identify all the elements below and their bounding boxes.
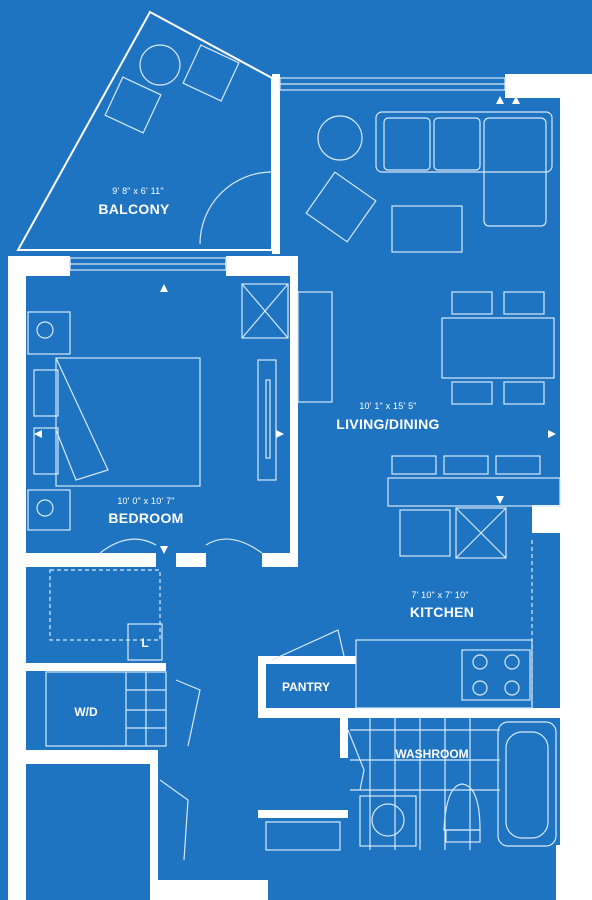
bedroom-door-swing (99, 538, 157, 554)
wall (258, 656, 266, 716)
wall (262, 553, 298, 567)
kitchen-name: KITCHEN (409, 604, 475, 620)
lamp (36, 499, 54, 517)
wall (258, 656, 356, 664)
bedroom-dims: 10' 0" x 10' 7" (117, 496, 175, 506)
balcony-table (139, 44, 181, 86)
marker (276, 430, 284, 438)
hall-closet (265, 821, 341, 851)
laundry-area (45, 671, 167, 747)
wall (226, 256, 294, 276)
laundry-door-swing (175, 679, 201, 747)
pillow (33, 427, 59, 475)
toilet (443, 783, 481, 831)
wall (150, 750, 158, 900)
bedroom-name: BEDROOM (108, 510, 184, 526)
bed (55, 357, 201, 487)
linen-name: L (141, 636, 149, 650)
lamp (36, 321, 54, 339)
marker (496, 496, 504, 504)
marker (160, 546, 168, 554)
burner (472, 680, 488, 696)
bedroom-door-swing (205, 538, 263, 554)
wall (26, 750, 152, 764)
duct (241, 283, 289, 339)
kitchen-cabinet (455, 507, 507, 559)
living-dims: 10' 1" x 15' 5" (359, 401, 417, 411)
duct-line (241, 283, 289, 339)
marker (160, 284, 168, 292)
toilet-tank (445, 829, 481, 843)
wall (258, 708, 560, 718)
stool (495, 455, 541, 475)
stool (391, 455, 437, 475)
balcony-dims: 9' 8" x 6' 11" (112, 186, 164, 196)
bathtub (497, 721, 557, 847)
nightstand (27, 311, 71, 355)
laundry-grid (125, 672, 166, 746)
burner (504, 680, 520, 696)
coffee-table (391, 205, 463, 253)
sofa-cushion (383, 117, 431, 171)
balcony-door-swing (199, 171, 273, 245)
sofa-chaise (483, 117, 547, 227)
living-side-table (317, 115, 363, 161)
stool (443, 455, 489, 475)
sofa-cushion (433, 117, 481, 171)
washroom-door-swing (347, 729, 365, 791)
bed-sheet (55, 357, 109, 481)
linen-closet (127, 623, 163, 661)
wall (340, 718, 348, 758)
armchair (305, 171, 377, 243)
stove (461, 649, 531, 701)
marker (512, 96, 520, 104)
marker (548, 430, 556, 438)
marker (34, 430, 42, 438)
kitchen-island (387, 477, 561, 507)
wall (290, 256, 298, 556)
marker (496, 96, 504, 104)
entry-door-swing (159, 779, 189, 861)
sofa (375, 111, 553, 173)
bedroom-closet (49, 569, 161, 641)
dining-chair (451, 381, 493, 405)
dining-chair (451, 291, 493, 315)
washroom-name: WASHROOM (395, 747, 469, 761)
washroom-tiles (350, 718, 500, 850)
closet-inner (265, 379, 271, 459)
balcony-name: BALCONY (98, 201, 170, 217)
pillow (33, 369, 59, 417)
vanity-basin (371, 803, 405, 837)
wall (176, 553, 206, 567)
wall (560, 74, 592, 900)
wall (8, 256, 26, 900)
living-name: LIVING/DINING (336, 416, 440, 432)
wall (532, 505, 560, 533)
dining-table (441, 317, 555, 379)
dining-chair (503, 291, 545, 315)
balcony-chair (182, 44, 240, 102)
wall (26, 553, 156, 567)
balcony-chair (104, 76, 162, 134)
wall (272, 74, 280, 254)
tv-console (297, 291, 333, 403)
wall (26, 663, 166, 671)
wall (158, 880, 268, 900)
pantry-door-swing (271, 629, 345, 661)
burner (472, 654, 488, 670)
vanity (359, 795, 417, 847)
kitchen-dims: 7' 10" x 7' 10" (411, 590, 469, 600)
wall (258, 810, 348, 818)
kitchen-sink (399, 509, 451, 557)
dining-chair (503, 381, 545, 405)
closet (257, 359, 277, 481)
cabinet-line (455, 507, 507, 559)
laundry-name: W/D (74, 705, 98, 719)
wall (556, 845, 592, 900)
burner (504, 654, 520, 670)
pantry-name: PANTRY (282, 680, 330, 694)
nightstand (27, 489, 71, 531)
bathtub-inner (505, 731, 549, 839)
